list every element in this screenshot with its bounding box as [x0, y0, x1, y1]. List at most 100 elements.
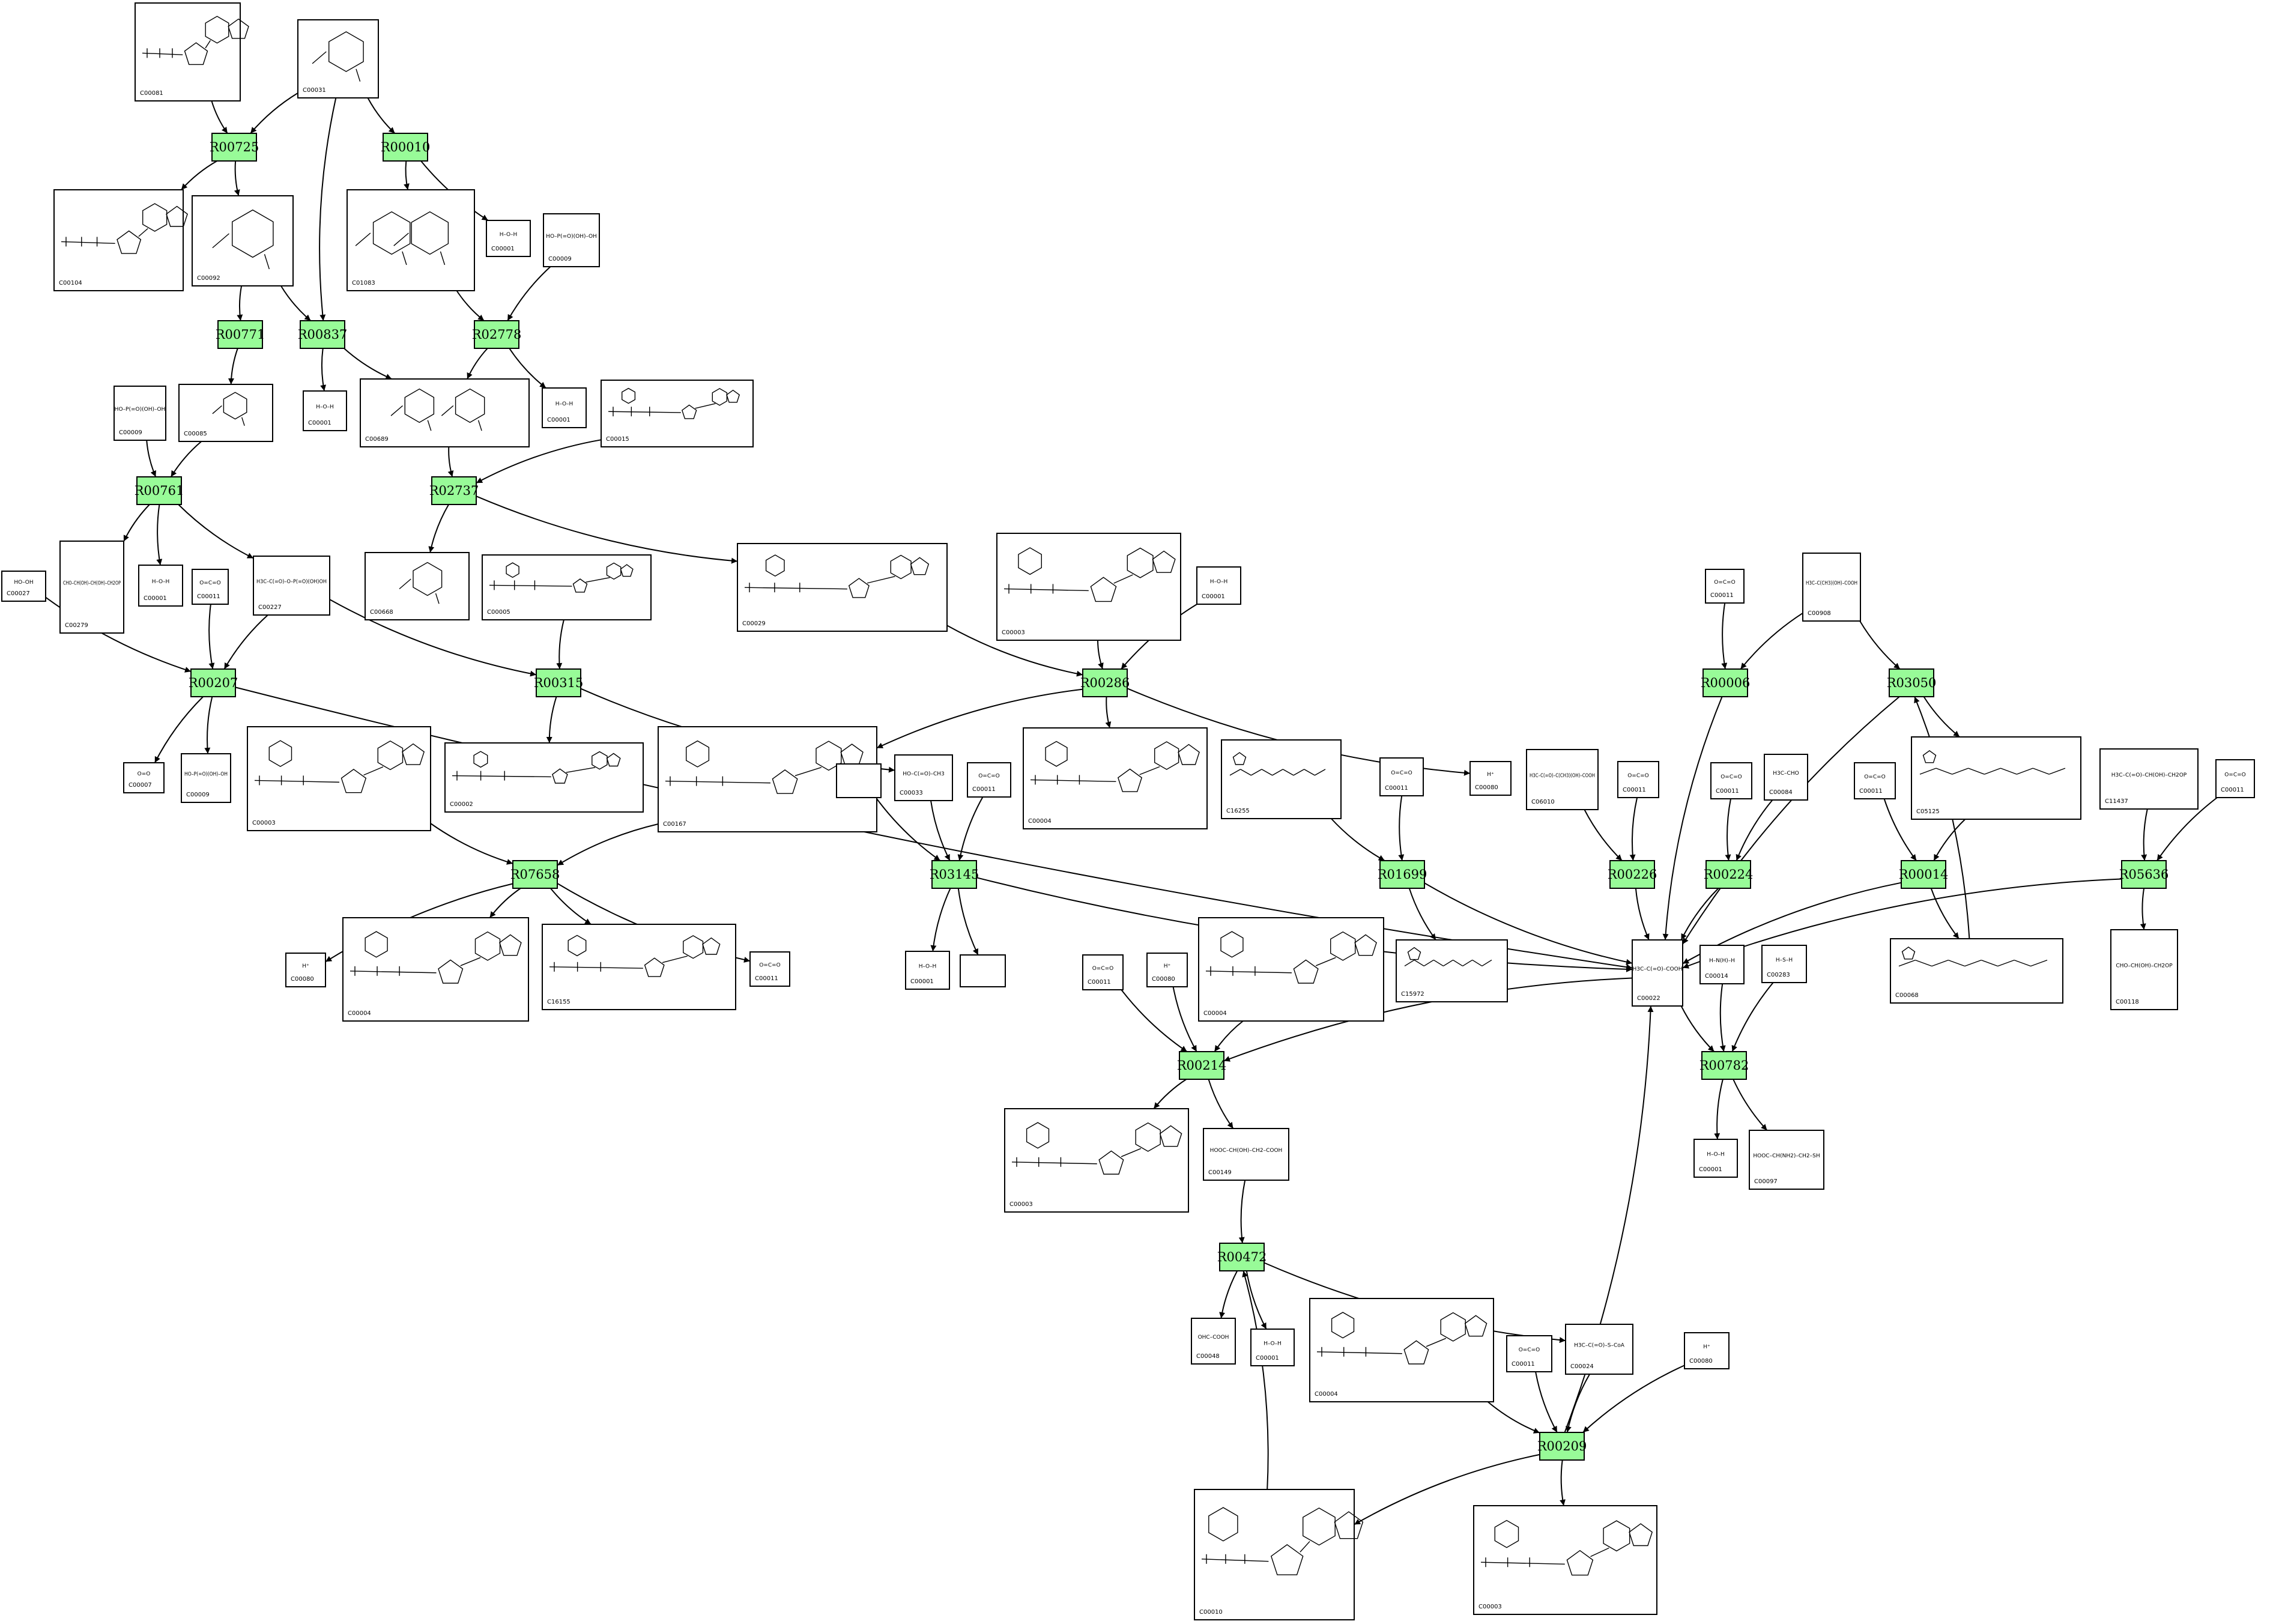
- compound-id: C06010: [1531, 799, 1555, 805]
- compound-id: C00004: [1315, 1391, 1338, 1398]
- structure-drawing: O=C=O: [1864, 774, 1886, 780]
- structure-formula: H3C–C(=O)–COOH: [1633, 966, 1683, 972]
- reaction-box[interactable]: [1901, 860, 1946, 889]
- reaction-node[interactable]: R00315: [534, 668, 584, 697]
- structure-drawing: H–O–H: [152, 579, 170, 585]
- reaction-box[interactable]: [474, 320, 519, 349]
- structure-drawing: H–O–H: [1707, 1152, 1725, 1158]
- structure-formula: O=C=O: [759, 963, 781, 969]
- structure-formula: O=C=O: [1714, 580, 1736, 586]
- compound-box: C00003: [996, 533, 1181, 641]
- reaction-box[interactable]: [1219, 1243, 1265, 1271]
- compound-id: C11437: [2105, 798, 2128, 805]
- reaction-box[interactable]: [190, 668, 236, 697]
- compound-box: C00005: [482, 554, 652, 620]
- structure-formula: HO–P(=O)(OH)–OH: [115, 407, 166, 413]
- compound-frame: [905, 951, 950, 990]
- reaction-box[interactable]: [217, 320, 263, 349]
- reaction-node[interactable]: R00214: [1177, 1051, 1227, 1080]
- compound-id: C00009: [186, 792, 210, 798]
- edge-R02778-n11: [467, 348, 488, 380]
- reaction-box[interactable]: [1179, 1051, 1224, 1080]
- edge-n8-R00761: [146, 440, 157, 477]
- structure-formula: O=C=O: [2224, 772, 2246, 778]
- structure-drawing: H⁺: [1487, 772, 1494, 778]
- reaction-node[interactable]: R00472: [1217, 1243, 1267, 1271]
- reaction-node[interactable]: R00209: [1537, 1432, 1587, 1461]
- compound-frame: [178, 384, 273, 442]
- reaction-node[interactable]: R00014: [1899, 860, 1949, 889]
- compound-id: C00167: [663, 821, 686, 828]
- reaction-box[interactable]: [136, 476, 182, 505]
- edge-n20-R00315: [556, 619, 564, 670]
- reaction-node[interactable]: R00725: [210, 133, 259, 162]
- compound-box: C00004: [1309, 1298, 1494, 1402]
- edge-R00214-n62: [1208, 1079, 1234, 1129]
- edge-R00782-n63: [1714, 1079, 1724, 1140]
- reaction-node[interactable]: R03145: [930, 860, 979, 889]
- reaction-node[interactable]: R03050: [1887, 668, 1937, 697]
- structure-formula: OHC–COOH: [1198, 1335, 1229, 1341]
- reaction-box[interactable]: [536, 668, 581, 697]
- compound-frame: [960, 954, 1006, 987]
- structure-drawing: HO–P(=O)(OH)–OH: [184, 772, 228, 778]
- edge-n32-R03145: [930, 800, 951, 861]
- edge-n71-R00472: [1242, 1270, 1269, 1490]
- reaction-node[interactable]: R00286: [1080, 668, 1130, 697]
- reaction-box[interactable]: [1889, 668, 1934, 697]
- structure-drawing: [1919, 750, 2066, 775]
- reaction-box[interactable]: [1379, 860, 1425, 889]
- reaction-node[interactable]: R00224: [1704, 860, 1754, 889]
- structure-drawing: HO–P(=O)(OH)–OH: [546, 234, 597, 240]
- reaction-box[interactable]: [1705, 860, 1751, 889]
- structure-drawing: H⁺: [1703, 1344, 1710, 1350]
- compound-frame: [303, 390, 347, 431]
- reaction-box[interactable]: [1609, 860, 1655, 889]
- compound-frame: [1250, 1329, 1295, 1366]
- reaction-box[interactable]: [431, 476, 477, 505]
- reaction-node[interactable]: R05636: [2119, 860, 2169, 889]
- structure-drawing: H–S–H: [1776, 957, 1793, 963]
- compound-box: C15972: [1396, 939, 1508, 1002]
- reaction-node[interactable]: R00761: [135, 476, 184, 505]
- structure-drawing: [390, 388, 485, 431]
- reaction-node[interactable]: R07658: [510, 860, 560, 889]
- reaction-node[interactable]: R00207: [189, 668, 238, 697]
- reaction-node[interactable]: R00782: [1699, 1051, 1749, 1080]
- reaction-box[interactable]: [2121, 860, 2167, 889]
- reaction-node[interactable]: R00837: [298, 320, 348, 349]
- reaction-box[interactable]: [931, 860, 977, 889]
- reaction-box[interactable]: [300, 320, 345, 349]
- edge-n59-R00214: [1172, 986, 1197, 1052]
- compound-id: C00009: [548, 256, 572, 262]
- reaction-node[interactable]: R00010: [381, 133, 431, 162]
- structure-drawing: [1003, 547, 1176, 602]
- structure-formula: H–O–H: [1264, 1341, 1282, 1347]
- compound-frame: [123, 762, 165, 793]
- compound-frame: [749, 951, 790, 987]
- compound-frame: [482, 554, 652, 620]
- reaction-box[interactable]: [512, 860, 558, 889]
- reaction-box[interactable]: [1082, 668, 1128, 697]
- reaction-box[interactable]: [1701, 1051, 1747, 1080]
- reaction-node[interactable]: R01699: [1378, 860, 1427, 889]
- compound-id: C00009: [119, 429, 142, 436]
- reaction-node[interactable]: R02778: [472, 320, 522, 349]
- reaction-node[interactable]: R00006: [1701, 668, 1751, 697]
- structure-drawing: [1316, 1312, 1488, 1365]
- reaction-node[interactable]: R00771: [216, 320, 265, 349]
- structure-drawing: [1205, 931, 1377, 984]
- reaction-box[interactable]: [1539, 1432, 1585, 1461]
- reaction-node[interactable]: R02737: [429, 476, 479, 505]
- compound-frame: [1911, 736, 2081, 820]
- reaction-box[interactable]: [1702, 668, 1748, 697]
- reaction-box[interactable]: [383, 133, 428, 162]
- reaction-box[interactable]: [211, 133, 257, 162]
- structure-drawing: HO–P(=O)(OH)–OH: [115, 407, 166, 413]
- edge-n55-R00782: [1731, 982, 1774, 1052]
- compound-box: C00003: [1473, 1505, 1657, 1615]
- reaction-node[interactable]: R00226: [1608, 860, 1657, 889]
